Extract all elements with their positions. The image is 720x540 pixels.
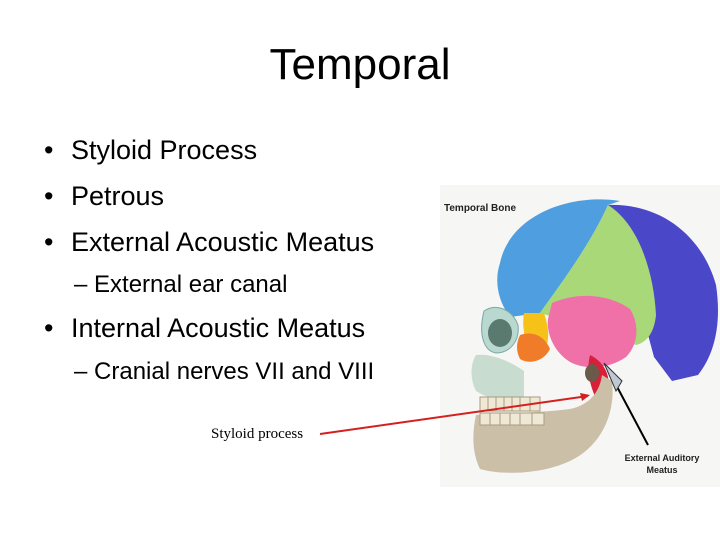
bullet-text: Styloid Process bbox=[71, 135, 258, 165]
meatus-pointer-line bbox=[613, 380, 649, 446]
bullet-dot: • bbox=[44, 135, 54, 165]
bullet-text: Petrous bbox=[71, 181, 165, 211]
sub-bullet-cranial-nerves: – Cranial nerves VII and VIII bbox=[74, 358, 375, 385]
bullet-dot: • bbox=[44, 227, 54, 257]
bullet-dot: • bbox=[44, 313, 54, 343]
styloid-leader-arrowhead bbox=[580, 393, 590, 401]
ear-canal-opening bbox=[585, 364, 599, 382]
lower-teeth bbox=[479, 412, 545, 426]
eye-socket bbox=[488, 319, 512, 347]
meatus-label-line2: Meatus bbox=[646, 465, 677, 475]
styloid-process-caption: Styloid process bbox=[211, 426, 304, 442]
figure-header-label: Temporal Bone bbox=[444, 203, 516, 214]
meatus-pointer-arrowhead bbox=[603, 362, 623, 393]
meatus-label-line1: External Auditory bbox=[625, 453, 700, 463]
bullet-text: External Acoustic Meatus bbox=[71, 227, 375, 257]
skull-svg: Temporal Bone bbox=[440, 185, 720, 487]
skull-illustration: Temporal Bone bbox=[440, 185, 720, 487]
upper-teeth bbox=[479, 396, 541, 412]
parietal-bone bbox=[497, 199, 620, 317]
slide-title: Temporal bbox=[269, 40, 451, 89]
bullet-dot: • bbox=[44, 181, 54, 211]
maxilla bbox=[471, 354, 524, 401]
styloid-leader-line bbox=[319, 395, 589, 435]
sub-bullet-external-ear-canal: – External ear canal bbox=[74, 271, 288, 298]
bullet-text: Internal Acoustic Meatus bbox=[71, 313, 366, 343]
zygomatic-bone bbox=[517, 333, 550, 362]
temporal-bone bbox=[547, 295, 637, 368]
